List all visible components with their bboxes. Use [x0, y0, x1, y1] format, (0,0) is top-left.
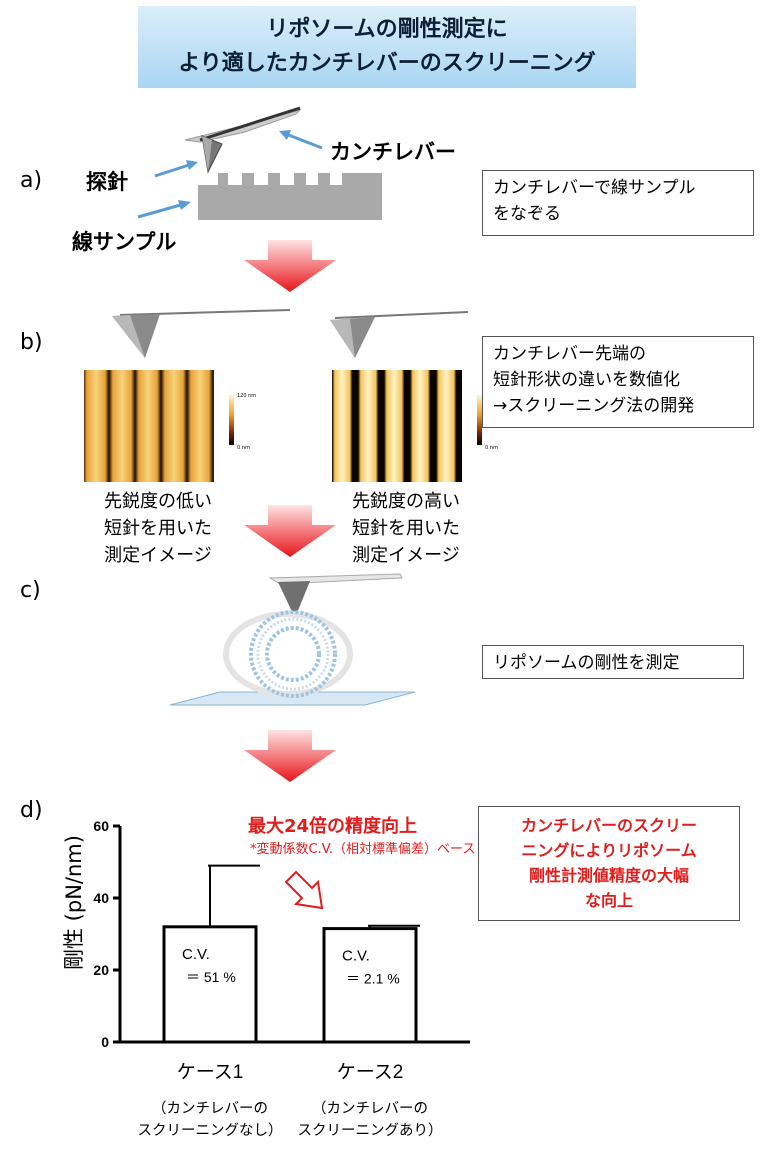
sharp-cantilever-beam — [334, 311, 469, 319]
line-sample-label: 線サンプル — [72, 230, 177, 254]
liposome-core — [275, 636, 311, 672]
step-b-description-line: 短針形状の違いを数値化 — [493, 370, 680, 390]
cantilever-beam — [199, 106, 301, 142]
sharp-tip-highlight — [330, 319, 355, 358]
step-b-cantilevers — [112, 309, 469, 358]
precision-footnote: *変動係数C.V.（相対標準偏差）ベース — [250, 842, 476, 857]
high-sharpness-caption: 先鋭度の高い 短針を用いた 測定イメージ — [336, 488, 476, 569]
cv-annotation: ＝ 51 % — [186, 969, 236, 985]
caption-line: 短針を用いた — [352, 518, 460, 539]
chart-y-label: 剛性 (pN/nm) — [62, 835, 86, 970]
hollow-red-arrow — [284, 870, 324, 910]
caption-line: 測定イメージ — [104, 545, 212, 566]
blunt-cantilever-beam — [119, 309, 291, 316]
step-d-conclusion-line: ニングによりリポソーム — [521, 841, 697, 860]
step-a-label: a) — [20, 168, 43, 193]
step-c-tip-shape — [278, 581, 310, 618]
afm-image-low-surface — [84, 370, 214, 482]
sample-arrow-head — [178, 200, 191, 210]
step-d-label: d) — [20, 798, 43, 823]
x-category-note: （カンチレバーの — [152, 1100, 268, 1117]
liposome-illustration — [169, 573, 416, 706]
cantilever-label: カンチレバー — [330, 140, 456, 164]
x-category-label: ケース2 — [337, 1062, 404, 1083]
step-d-conclusion-box: カンチレバーのスクリー ニングによりリポソーム 剛性計測値精度の大幅 な向上 — [478, 806, 740, 921]
blunt-tip-highlight — [112, 315, 145, 358]
step-c-description-text: リポソームの剛性を測定 — [493, 653, 680, 673]
bar — [162, 925, 258, 1044]
colorbar-right — [477, 395, 482, 445]
sample-arrow-line — [137, 202, 185, 219]
cv-annotation: ＝ 2.1 % — [346, 971, 400, 987]
flow-arrow-1-shape — [244, 240, 336, 292]
flow-arrow-3 — [244, 730, 336, 782]
afm-image-high-sharpness — [332, 370, 482, 482]
flow-arrow-2 — [244, 505, 336, 557]
colorbar-left-bottom-label: 0 nm — [237, 445, 250, 451]
step-a-description-line: をなぞる — [493, 204, 561, 224]
line-sample-shape — [198, 173, 382, 220]
colorbar-right-bottom-label: 0 nm — [485, 445, 498, 451]
afm-image-low-sharpness — [84, 370, 234, 482]
step-d-conclusion-line: な向上 — [584, 891, 633, 910]
cantilever-arrow-line — [285, 132, 323, 150]
low-sharpness-caption: 先鋭度の低い 短針を用いた 測定イメージ — [88, 488, 228, 569]
probe-label: 探針 — [86, 170, 128, 194]
step-a-illustration — [137, 106, 382, 220]
x-category-note: スクリーニングあり） — [298, 1122, 443, 1139]
probe-arrow-head — [186, 160, 198, 170]
step-b-description-box: カンチレバー先端の 短針形状の違いを数値化 →スクリーニング法の開発 — [482, 336, 754, 428]
liposome-inner-layer — [265, 626, 321, 682]
title-line-1: リポソームの剛性測定に — [266, 17, 508, 42]
afm-image-high-surface — [332, 370, 462, 482]
liposome-outer-layer — [249, 610, 337, 698]
step-b-description-line: →スクリーニング法の開発 — [493, 396, 695, 416]
flow-arrow-1 — [244, 240, 336, 292]
cv-annotation: C.V. — [182, 946, 210, 963]
substrate-plate — [169, 691, 416, 706]
colorbar-left-top-label: 120 nm — [237, 393, 257, 399]
caption-line: 先鋭度の低い — [104, 491, 212, 512]
title-banner: リポソームの剛性測定に より適したカンチレバーのスクリーニング — [138, 6, 636, 88]
hollow-red-arrow-shape — [284, 870, 324, 910]
flow-arrow-2-shape — [244, 505, 336, 557]
x-category-label: ケース1 — [177, 1062, 244, 1083]
y-tick-label: 0 — [101, 1034, 109, 1050]
step-d-conclusion-line: カンチレバーのスクリー — [520, 816, 697, 835]
precision-headline: 最大24倍の精度向上 — [248, 816, 418, 837]
y-tick-label: 60 — [93, 818, 109, 834]
cantilever-arrow-head — [279, 130, 291, 140]
caption-line: 短針を用いた — [104, 518, 212, 539]
x-category-note: スクリーニングなし） — [138, 1122, 283, 1139]
title-line-2: より適したカンチレバーのスクリーニング — [178, 51, 596, 76]
probe-tip-highlight — [202, 136, 212, 172]
step-a-description-box: カンチレバーで線サンプル をなぞる — [482, 170, 754, 236]
step-c-label: c) — [20, 578, 41, 603]
step-b-label: b) — [20, 330, 43, 355]
caption-line: 先鋭度の高い — [352, 491, 460, 512]
step-b-description-line: カンチレバー先端の — [493, 344, 646, 364]
flow-arrow-3-shape — [244, 730, 336, 782]
cv-annotation: C.V. — [342, 948, 370, 965]
step-c-description-box: リポソームの剛性を測定 — [482, 645, 744, 679]
x-category-note: （カンチレバーの — [312, 1100, 428, 1117]
step-d-conclusion-line: 剛性計測値精度の大幅 — [528, 866, 689, 885]
y-tick-label: 20 — [93, 962, 109, 978]
step-a-description-line: カンチレバーで線サンプル — [493, 178, 696, 198]
caption-line: 測定イメージ — [352, 545, 460, 566]
colorbar-left — [229, 395, 234, 445]
bar — [322, 927, 418, 1044]
y-tick-label: 40 — [93, 890, 109, 906]
probe-arrow-line — [154, 162, 193, 178]
liposome-middle-layer — [256, 617, 330, 691]
